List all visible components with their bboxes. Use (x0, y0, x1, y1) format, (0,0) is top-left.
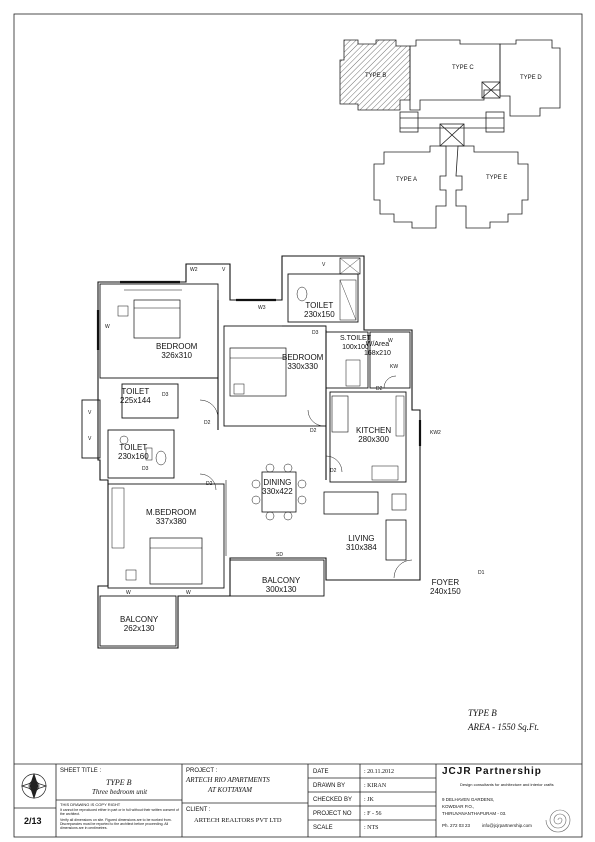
copyright-text-2: Verify all dimensions on site. Figured d… (60, 818, 172, 830)
key-label-type-d: TYPE D (520, 75, 542, 81)
tag-sd: SD (276, 552, 283, 558)
plan-caption: TYPE B AREA - 1550 Sq.Ft. (468, 708, 540, 732)
project-name-1: ARTECH RIO APARTMENTS (186, 776, 270, 784)
firm-name: JCJR Partnership (442, 766, 542, 777)
key-lift-right (481, 81, 501, 99)
firm-tagline: Design consultants for architecture and … (460, 782, 554, 787)
tag-w-1: W (105, 324, 110, 330)
firm-email: info@jcjrpartnership.com (482, 823, 532, 828)
title-block-frame (14, 763, 582, 837)
floor-plan (81, 255, 422, 649)
key-label-type-c: TYPE C (452, 65, 474, 71)
key-unit-c (409, 39, 501, 111)
copyright-heading: THIS DRAWING IS COPY RIGHT (60, 802, 121, 807)
tag-w-2: W (388, 338, 393, 344)
scale-label: SCALE (313, 825, 333, 831)
project-no-label: PROJECT NO (313, 811, 352, 817)
firm-phone: Ph. 272 03 23 (442, 823, 471, 828)
client-label: CLIENT : (186, 807, 211, 813)
key-label-type-b: TYPE B (365, 73, 387, 79)
sheet-border (13, 13, 583, 838)
key-stair-left (399, 111, 419, 133)
date-value: : 20.11.2012 (364, 769, 394, 775)
firm-spiral-logo (545, 809, 571, 833)
drawn-by-label: DRAWN BY (313, 783, 346, 789)
tag-d3-3: D3 (142, 466, 149, 472)
tag-v-4: V (88, 436, 92, 442)
key-plan (339, 39, 561, 229)
checked-by-label: CHECKED BY (313, 797, 353, 803)
tag-w-4: W (186, 590, 191, 596)
drawn-by-value: : KIRAN (364, 783, 387, 789)
tag-v-1: V (222, 267, 226, 273)
project-name-2: AT KOTTAYAM (208, 786, 252, 794)
tag-d3-1: D3 (312, 330, 319, 336)
sheet-number: 2/13 (24, 816, 42, 826)
tag-w-3: W (126, 590, 131, 596)
key-label-type-a: TYPE A (396, 177, 418, 183)
tag-w2: W2 (190, 267, 198, 273)
tag-kw2: KW2 (430, 430, 441, 436)
sheet-title-label: SHEET TITLE : (60, 768, 102, 774)
tag-d2-3: D2 (330, 468, 337, 474)
client-name: ARTECH REALTORS PVT LTD (194, 817, 282, 824)
date-label: DATE (313, 769, 329, 775)
firm-address-1: 9 DELHAVEN GARDENS, (442, 797, 495, 802)
tag-kw: KW (390, 364, 399, 370)
key-unit-d (499, 39, 561, 117)
sheet-title-2: Three bedroom unit (92, 788, 148, 796)
tag-d2-2: D2 (310, 428, 317, 434)
tag-d2-4: D2 (206, 481, 213, 487)
firm-address-2: KOWDIAR P.O., (442, 804, 475, 809)
scale-value: : NTS (364, 825, 379, 831)
tag-v-2: V (322, 262, 326, 268)
project-label: PROJECT : (186, 768, 218, 774)
tag-d2-1: D2 (204, 420, 211, 426)
key-unit-a (373, 145, 447, 229)
key-lift-core (439, 123, 465, 147)
tag-v-3: V (88, 410, 92, 416)
tag-d1: D1 (478, 570, 485, 576)
key-stair-right (485, 111, 505, 133)
sheet-title-1: TYPE B (106, 778, 132, 787)
project-no-value: : F - 56 (364, 811, 382, 817)
tag-w3: W3 (258, 305, 266, 311)
firm-address-3: THIRUVANANTHAPURAM - 03. (442, 811, 507, 816)
tag-d3-2: D3 (162, 392, 169, 398)
copyright-text-1: It cannot be reproduced either in part o… (60, 808, 179, 816)
north-arrow-icon (20, 772, 48, 800)
key-unit-e (455, 145, 529, 229)
checked-by-value: : JK (364, 797, 374, 803)
key-label-type-e: TYPE E (486, 175, 508, 181)
tag-d2-5: D2 (376, 386, 383, 392)
